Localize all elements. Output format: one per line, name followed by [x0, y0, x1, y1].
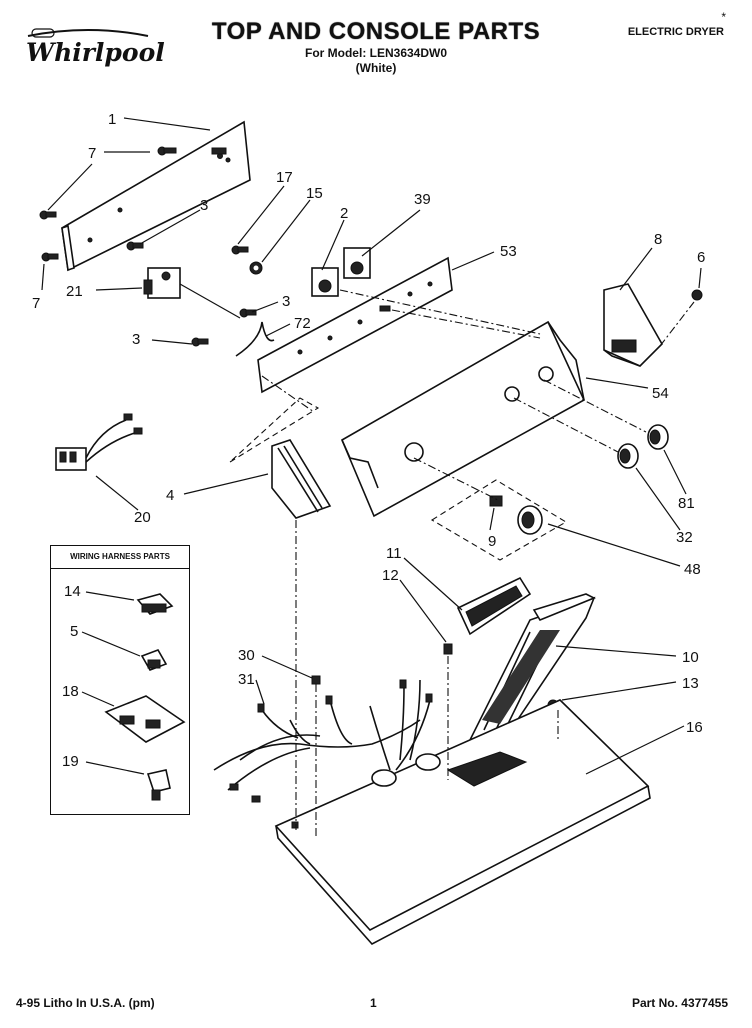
callout-7: 7 [88, 145, 96, 162]
callout-54: 54 [652, 385, 669, 402]
callout-9: 9 [488, 533, 496, 550]
callout-13: 13 [682, 675, 699, 692]
callout-81: 81 [678, 495, 695, 512]
callout-3c: 3 [132, 331, 140, 348]
callout-48: 48 [684, 561, 701, 578]
callout-53: 53 [500, 243, 517, 260]
callout-10: 10 [682, 649, 699, 666]
callout-16: 16 [686, 719, 703, 736]
logo-swoosh-icon [27, 28, 149, 38]
callout-3b: 3 [282, 293, 290, 310]
guide-line [543, 379, 647, 433]
callout-20: 20 [134, 509, 151, 526]
part-11-panel [456, 576, 532, 636]
product-type: ELECTRIC DRYER [627, 26, 724, 38]
part-9-clip [489, 495, 503, 507]
page-title: TOP AND CONSOLE PARTS [211, 18, 541, 45]
wiring-harness-title: WIRING HARNESS PARTS [51, 546, 189, 569]
guide-line [261, 375, 315, 413]
callout-11: 11 [386, 545, 402, 562]
part-54-console [340, 320, 586, 518]
page-number: 1 [370, 996, 377, 1010]
part-48-knob [517, 505, 543, 535]
callout-14: 14 [64, 583, 81, 600]
callout-3: 3 [200, 197, 208, 214]
part-8-bracket [603, 283, 663, 367]
print-info: 4-95 Litho In U.S.A. (pm) [16, 996, 155, 1010]
callout-18: 18 [62, 683, 79, 700]
callout-12: 12 [382, 567, 399, 584]
model-line: For Model: LEN3634DW0 [304, 46, 448, 60]
part-81-knob [647, 424, 669, 450]
guide-line [513, 397, 619, 453]
wiring-harness-box: WIRING HARNESS PARTS [50, 545, 190, 815]
part-32-knob [617, 443, 639, 469]
callout-15: 15 [306, 185, 323, 202]
part-72-wire [235, 321, 275, 357]
callout-2: 2 [340, 205, 348, 222]
callout-4: 4 [166, 487, 174, 504]
callout-1: 1 [108, 111, 116, 128]
callout-6: 6 [697, 249, 705, 266]
part-9-dashed-outline [430, 479, 568, 561]
part-20-harness [55, 413, 143, 471]
part-21-switch [143, 267, 241, 319]
part-2-switch [311, 267, 339, 297]
color-line: (White) [355, 61, 397, 75]
guide-line [659, 301, 695, 347]
callout-5: 5 [70, 623, 78, 640]
part-1-control-panel [61, 120, 251, 272]
callout-7b: 7 [32, 295, 40, 312]
leader-lines [41, 117, 702, 775]
part-4-end-cap [271, 439, 332, 519]
callout-72: 72 [294, 315, 311, 332]
part-number: Part No. 4377455 [631, 996, 728, 1010]
part-18-block [104, 695, 186, 743]
corner-mark: * [721, 10, 726, 24]
callout-39: 39 [414, 191, 431, 208]
callout-31: 31 [238, 671, 255, 688]
part-16-top [274, 699, 651, 945]
guide-line [339, 289, 541, 335]
part-31-wire-harness [213, 679, 433, 803]
callout-labels: 1 7 7 17 15 3 2 39 53 8 6 21 3 72 3 54 2… [32, 111, 705, 770]
callout-17: 17 [276, 169, 293, 186]
wiring-harness-parts [104, 593, 186, 801]
callout-21: 21 [66, 283, 83, 300]
callout-19: 19 [62, 753, 79, 770]
callout-32: 32 [676, 529, 693, 546]
whirlpool-logo: Whirlpool [18, 26, 165, 74]
brand-name: Whirlpool [26, 38, 165, 67]
part-4-dashed-guide [229, 397, 320, 463]
callout-30: 30 [238, 647, 255, 664]
part-53-bracket [257, 256, 453, 394]
callout-8: 8 [654, 231, 662, 248]
part-19-terminal [146, 769, 171, 793]
guide-line [391, 309, 541, 339]
